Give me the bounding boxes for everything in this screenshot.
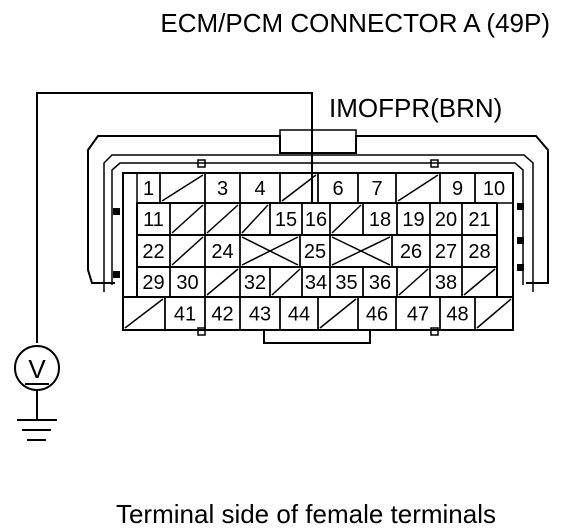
pin-26: 26 [391,234,431,268]
pin-34: 34 [301,266,331,298]
pin-label: 25 [304,241,326,263]
pin-empty [204,202,241,236]
wire-label: IMOFPR(BRN) [329,93,502,123]
pin-4: 4 [239,172,281,204]
pin-42: 42 [204,296,241,331]
pin-36: 36 [362,266,398,298]
pin-label: 44 [288,304,310,326]
pin-empty [239,234,301,268]
pin-47: 47 [395,296,441,331]
pin-43: 43 [239,296,281,331]
pin-label: 24 [211,241,233,263]
pin-20: 20 [429,202,463,236]
pin-empty [329,234,393,268]
pin-3: 3 [204,172,241,204]
pin-22: 22 [136,234,171,268]
pin-18: 18 [362,202,398,236]
diagram-title: ECM/PCM CONNECTOR A (49P) [160,8,550,38]
pin-16: 16 [301,202,331,236]
pin-label: 35 [335,272,357,294]
pin-label: 38 [435,272,457,294]
pin-label: 4 [254,178,265,200]
pin-27: 27 [429,234,463,268]
diagram-caption: Terminal side of female terminals [116,499,496,529]
pin-empty [461,266,498,298]
pin-label: 26 [400,241,422,263]
pin-label: 21 [468,209,490,231]
pin-label: 42 [211,304,233,326]
pin-label: 19 [402,209,424,231]
pin-empty [269,266,303,298]
pin-11: 11 [136,202,171,236]
pin-label: 46 [366,304,388,326]
pin-label: 48 [446,304,468,326]
pin-empty [396,266,431,298]
pin-7: 7 [357,172,397,204]
pin-label: 16 [305,209,327,231]
pin-label: 29 [142,272,164,294]
pin-label: 3 [217,178,228,200]
pin-label: 47 [407,304,429,326]
pin-empty [474,296,514,331]
pin-label: 11 [143,209,164,231]
pin-28: 28 [461,234,498,268]
pin-10: 10 [474,172,514,204]
voltmeter-symbol: V [28,354,46,384]
pin-empty [122,296,166,331]
pin-empty [239,202,271,236]
pin-label: 43 [249,304,271,326]
pin-label: 22 [142,241,164,263]
pin-label: 10 [483,178,505,200]
pin-empty [159,172,206,204]
pin-30: 30 [169,266,206,298]
pin-label: 34 [305,272,327,294]
pin-15: 15 [269,202,303,236]
pin-1: 1 [136,172,161,204]
pin-21: 21 [461,202,498,236]
pin-29: 29 [136,266,171,298]
pin-label: 6 [332,178,343,200]
pin-label: 36 [369,272,391,294]
probe-wire [36,92,313,343]
pin-48: 48 [439,296,476,331]
pin-label: 15 [275,209,297,231]
pin-19: 19 [396,202,431,236]
pin-label: 32 [244,272,266,294]
pin-41: 41 [164,296,206,331]
pin-label: 18 [369,209,391,231]
pin-6: 6 [317,172,359,204]
pin-label: 9 [452,178,463,200]
pin-label: 28 [468,241,490,263]
voltmeter-icon: V [14,345,60,391]
pin-35: 35 [329,266,364,298]
pin-empty [329,202,364,236]
connector-housing [87,129,549,344]
pin-38: 38 [429,266,463,298]
pin-empty [317,296,359,331]
pin-9: 9 [439,172,476,204]
pin-46: 46 [357,296,397,331]
pin-label: 7 [371,178,382,200]
pin-25: 25 [299,234,331,268]
ground-icon [17,419,57,441]
pin-empty [204,266,241,298]
pin-empty [169,234,206,268]
pin-label: 30 [176,272,198,294]
pin-label: 1 [143,178,154,200]
pin-label: 27 [435,241,457,263]
pin-empty [395,172,441,204]
pin-label: 41 [174,304,196,326]
pin-empty [169,202,206,236]
pin-44: 44 [279,296,319,331]
pin-32: 32 [239,266,271,298]
pin-label: 20 [435,209,457,231]
pin-24: 24 [204,234,241,268]
